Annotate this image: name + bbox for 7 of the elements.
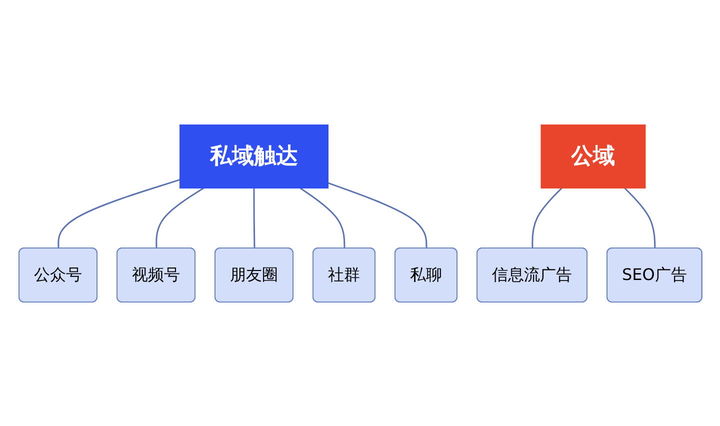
connector [531, 186, 562, 248]
connector [327, 182, 427, 248]
connector [299, 186, 345, 248]
connector [624, 186, 656, 248]
connector [57, 178, 180, 248]
connector [252, 188, 255, 248]
connector [155, 186, 204, 248]
